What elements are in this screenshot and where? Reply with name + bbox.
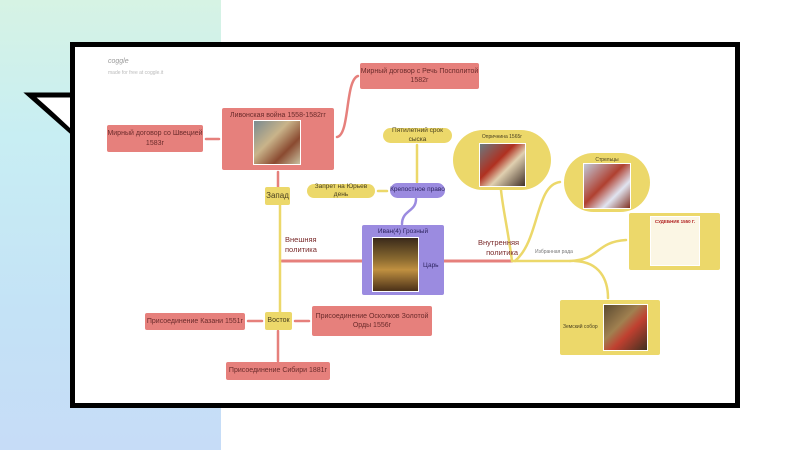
label-foreign-policy: Внешняя политика	[285, 235, 317, 254]
node-east[interactable]: Восток	[265, 312, 292, 330]
node-streltsy-label: Стрельцы	[595, 157, 619, 163]
node-livonian-war-label: Ливонская война 1558-1582гг	[230, 112, 326, 119]
streltsy-painting	[583, 163, 631, 209]
node-siberia[interactable]: Присоединение Сибири 1881г	[226, 362, 330, 380]
node-ivan-label: Иван(4) Грозный	[377, 228, 429, 235]
livonian-war-painting	[253, 120, 301, 165]
node-yuri-day[interactable]: Запрет на Юрьев день	[307, 183, 375, 198]
sudebnik-title: СУДЕБНИК 1550 Г.	[654, 219, 696, 224]
oprichnina-painting	[479, 143, 526, 187]
node-peace-poland[interactable]: Мирный договор с Речь Посполитой 1582г	[360, 63, 479, 89]
node-five-year[interactable]: Пятилетний срок сыска	[383, 127, 452, 143]
coggle-subtitle: made for free at coggle.it	[108, 70, 164, 76]
node-west[interactable]: Запад	[265, 187, 290, 205]
zemsky-painting	[603, 304, 648, 351]
node-peace-sweden[interactable]: Мирный договор со Швецией 1583г	[107, 125, 203, 152]
sudebnik-document: СУДЕБНИК 1550 Г.	[650, 216, 700, 266]
node-horde[interactable]: Присоединение Осколков Золотой Орды 1556…	[312, 306, 432, 336]
node-kazan[interactable]: Присоединение Казани 1551г	[145, 313, 245, 330]
label-chosen-rada: Избранная рада	[535, 249, 573, 255]
label-domestic-policy: Внутренняя политика	[478, 238, 520, 257]
label-tsar: Царь	[423, 262, 439, 269]
node-zemsky-label: Земский собор	[563, 324, 598, 331]
ivan-portrait	[372, 237, 419, 292]
node-oprichnina-label: Опричнина 1565г	[481, 134, 523, 140]
coggle-logo[interactable]: coggle	[108, 58, 129, 65]
node-serfdom[interactable]: Крепостное право	[390, 183, 445, 198]
